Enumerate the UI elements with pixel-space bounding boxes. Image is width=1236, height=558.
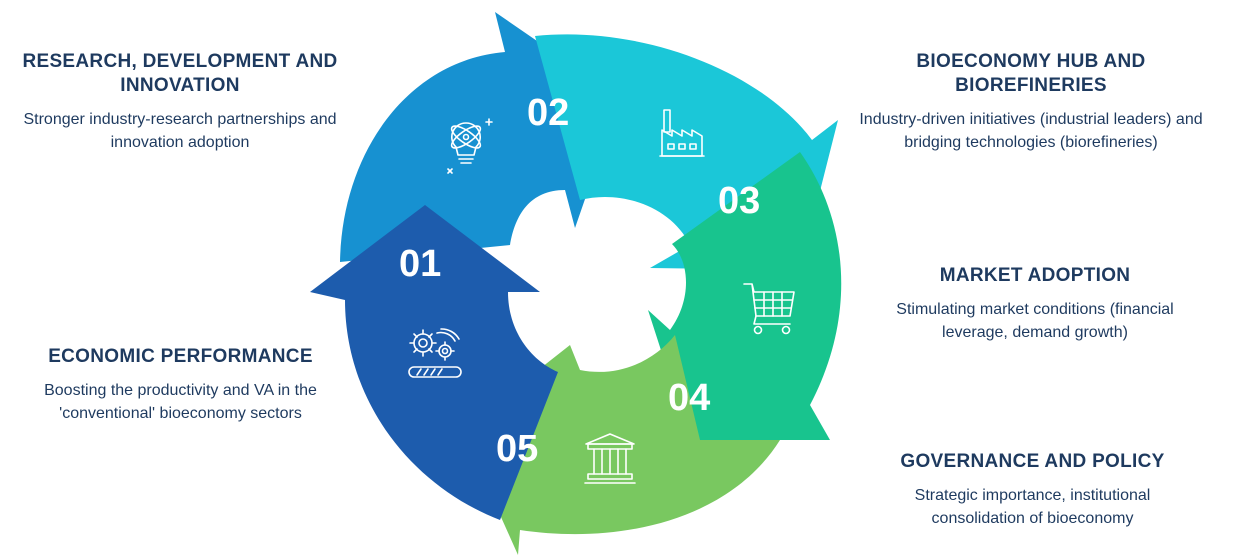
stage-05-title: GOVERNANCE AND POLICY bbox=[900, 451, 1165, 472]
stage-04-number: 04 bbox=[668, 377, 710, 419]
stage-02-text: RESEARCH, DEVELOPMENT AND INNOVATION Str… bbox=[20, 50, 340, 154]
stage-04-description: Stimulating market conditions (financial… bbox=[896, 301, 1174, 341]
stage-03-description: Industry-driven initiatives (industrial … bbox=[859, 111, 1203, 151]
stage-04-title: MARKET ADOPTION bbox=[939, 265, 1131, 286]
stage-03-number: 03 bbox=[718, 180, 760, 222]
stage-02-title: RESEARCH, DEVELOPMENT AND INNOVATION bbox=[22, 51, 338, 96]
stage-05-number: 05 bbox=[496, 428, 538, 470]
factory-icon bbox=[659, 109, 705, 157]
government-building-icon bbox=[584, 433, 636, 484]
shopping-cart-icon bbox=[743, 283, 795, 335]
stage-02-description: Stronger industry-research partnerships … bbox=[23, 111, 337, 151]
stage-01-description: Boosting the productivity and VA in the … bbox=[44, 382, 317, 422]
segment-01 bbox=[310, 205, 558, 520]
stage-01-text: ECONOMIC PERFORMANCE Boosting the produc… bbox=[8, 345, 353, 425]
stage-05-description: Strategic importance, institutional cons… bbox=[914, 487, 1151, 527]
stage-01-title: ECONOMIC PERFORMANCE bbox=[48, 346, 313, 367]
stage-05-text: GOVERNANCE AND POLICY Strategic importan… bbox=[860, 450, 1205, 530]
stage-01-number: 01 bbox=[399, 243, 441, 285]
stage-03-text: BIOECONOMY HUB AND BIOREFINERIES Industr… bbox=[830, 50, 1232, 154]
segment-04 bbox=[648, 152, 842, 440]
gears-progress-icon bbox=[408, 328, 462, 378]
stage-04-text: MARKET ADOPTION Stimulating market condi… bbox=[870, 264, 1200, 344]
stage-03-title: BIOECONOMY HUB AND BIOREFINERIES bbox=[916, 51, 1146, 96]
atom-lightbulb-icon bbox=[447, 118, 493, 174]
stage-02-number: 02 bbox=[527, 92, 569, 134]
